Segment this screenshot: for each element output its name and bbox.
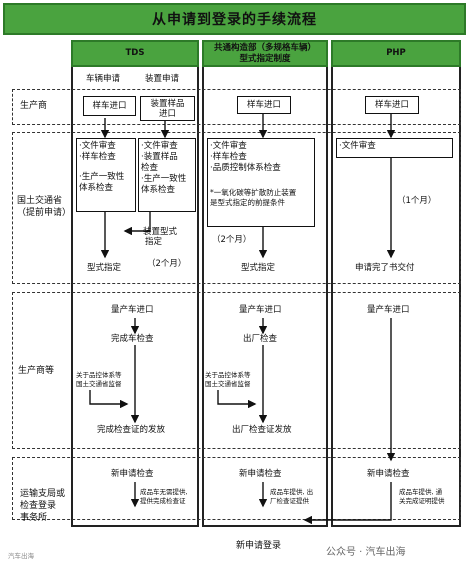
php-delivery: 申请完了书交付 (355, 263, 415, 273)
tds-side-note-line2: 提供完成检查证 (140, 496, 186, 505)
mid-arrow-supervision (217, 390, 257, 409)
tds-supervision-line1: 关于品控体系等 (76, 371, 122, 379)
row-label-transport-line3: 事务所 (20, 513, 48, 523)
tds-finish-cert: 完成检查证的发放 (97, 425, 166, 435)
tds-finish-inspection: 完成车检查 (111, 334, 154, 344)
tds-new-inspection: 新申请检查 (111, 469, 154, 479)
php-side-note-line2: 关完成证明提供 (399, 496, 445, 505)
row-label-producer: 生产商 (20, 101, 48, 111)
tds-vehicle-check-item: ·文件审查 (79, 141, 116, 151)
tds-vehicle-check-box: ·文件审查 ·样车检查 ·生产一致性 体系检查 (76, 138, 136, 212)
tds-device-sample-import-box: 装置样品 进口 (140, 96, 195, 121)
tds-device-check-box: ·文件审查 ·装置样品 检查 ·生产一致性 体系检查 (138, 138, 196, 212)
tds-device-sample-line1: 装置样品 (150, 98, 185, 109)
mid-sample-import-box: 样车进口 (237, 96, 291, 114)
mid-check-item: ·文件审查 (210, 141, 247, 151)
tds-vehicle-check-item: ·样车检查 (79, 152, 116, 162)
tds-arrow-device-designation (123, 212, 151, 236)
mid-check-item: ·样车检查 (210, 152, 247, 162)
subheader-vehicle-apply: 车辆申请 (86, 74, 121, 84)
tds-device-check-item: ·装置样品 (141, 152, 178, 162)
watermark: 公众号 · 汽车出海 (326, 547, 406, 558)
php-arrow-to-final (303, 482, 392, 525)
mid-side-note-line2: 厂检查证提供 (270, 496, 309, 505)
mid-footnote-line2: 是型式指定的前提条件 (210, 198, 285, 207)
tds-type-designation: 型式指定 (87, 263, 122, 273)
php-duration-label: （1个月） (397, 196, 437, 206)
column-header-type-designation-line2: 型式指定制度 (239, 53, 291, 64)
mid-check-box: ·文件审查 ·样车检查 ·品质控制体系检查 *一氧化碳等扩散防止装置 是型式指定… (207, 138, 315, 227)
mid-factory-cert: 出厂检查证发放 (232, 425, 292, 435)
tds-supervision-line2: 国土交通省监督 (76, 379, 122, 388)
tds-device-sample-line2: 进口 (158, 108, 176, 119)
column-header-type-designation: 共通构造部（多规格车辆） 型式指定制度 (202, 40, 328, 67)
column-header-type-designation-line1: 共通构造部（多规格车辆） (213, 42, 316, 53)
mid-new-inspection: 新申请检查 (239, 469, 282, 479)
row-label-mlit: 国土交通省 （提前申请） (17, 195, 71, 219)
tds-device-type-line1: 装置型式 (143, 227, 178, 237)
mid-supervision-line2: 国土交通省监督 (205, 379, 251, 388)
row-label-mlit-line1: 国土交通省 (17, 196, 63, 206)
row-band-transport (12, 457, 461, 520)
php-side-note-line1: 成品车提供, 通 (399, 488, 443, 496)
subheader-device-apply: 装置申请 (145, 74, 180, 84)
row-label-transport-line2: 检查登录 (20, 501, 57, 511)
tds-device-check-item: 检查 (141, 163, 159, 173)
tds-supervision-note: 关于品控体系等 国土交通省监督 (76, 371, 122, 388)
row-label-transport: 运输支局或 检查登录 事务所 (20, 488, 65, 524)
tds-device-check-item: 体系检查 (141, 185, 176, 195)
tds-vehicle-check-item: ·生产一致性 (79, 172, 125, 182)
mid-side-note: 成品车提供, 出 厂检查证提供 (270, 488, 313, 505)
php-new-inspection: 新申请检查 (367, 469, 410, 479)
tds-device-check-item: ·文件审查 (141, 141, 178, 151)
mid-supervision-note: 关于品控体系等 国土交通省监督 (205, 371, 251, 388)
corner-mark: 汽车出海 (8, 552, 34, 560)
mid-supervision-line1: 关于品控体系等 (205, 371, 251, 379)
php-check-box: ·文件审查 (336, 138, 453, 158)
tds-side-note: 成品车无需提供, 提供完成检查证 (140, 488, 188, 505)
row-band-mlit (12, 132, 461, 284)
mid-check-item: ·品质控制体系检查 (210, 163, 281, 173)
row-band-producer (12, 89, 461, 125)
row-band-producer-etc (12, 292, 461, 449)
tds-device-check-item: ·生产一致性 (141, 174, 187, 184)
tds-arrow-supervision (89, 390, 129, 409)
mid-factory-inspection: 出厂检查 (243, 334, 278, 344)
php-sample-import-box: 样车进口 (365, 96, 419, 114)
mid-side-note-line1: 成品车提供, 出 (270, 488, 314, 496)
diagram-title: 从申请到登录的手续流程 (3, 3, 466, 35)
column-header-tds: TDS (71, 40, 199, 67)
row-label-producer-etc: 生产商等 (18, 366, 55, 376)
tds-device-type-designation: 装置型式 指定 (143, 227, 177, 247)
column-header-php: PHP (331, 40, 461, 67)
row-label-transport-line1: 运输支局或 (20, 489, 66, 499)
final-registration: 新申请登录 (236, 541, 282, 551)
tds-sample-import-box: 样车进口 (83, 96, 136, 116)
tds-device-type-line2: 指定 (145, 237, 163, 247)
tds-vehicle-check-item: 体系检查 (79, 183, 114, 193)
php-side-note: 成品车提供, 通 关完成证明提供 (399, 488, 445, 505)
row-label-mlit-line2: （提前申请） (17, 208, 72, 218)
php-mass-import: 量产车进口 (367, 305, 410, 315)
mid-mass-import: 量产车进口 (239, 305, 282, 315)
tds-duration-label: （2个月） (147, 259, 187, 269)
mid-type-designation: 型式指定 (241, 263, 276, 273)
tds-mass-import: 量产车进口 (111, 305, 154, 315)
tds-side-note-line1: 成品车无需提供, (140, 488, 188, 496)
mid-duration-label: （2个月） (212, 235, 252, 245)
mid-footnote-line1: *一氧化碳等扩散防止装置 (210, 188, 297, 197)
